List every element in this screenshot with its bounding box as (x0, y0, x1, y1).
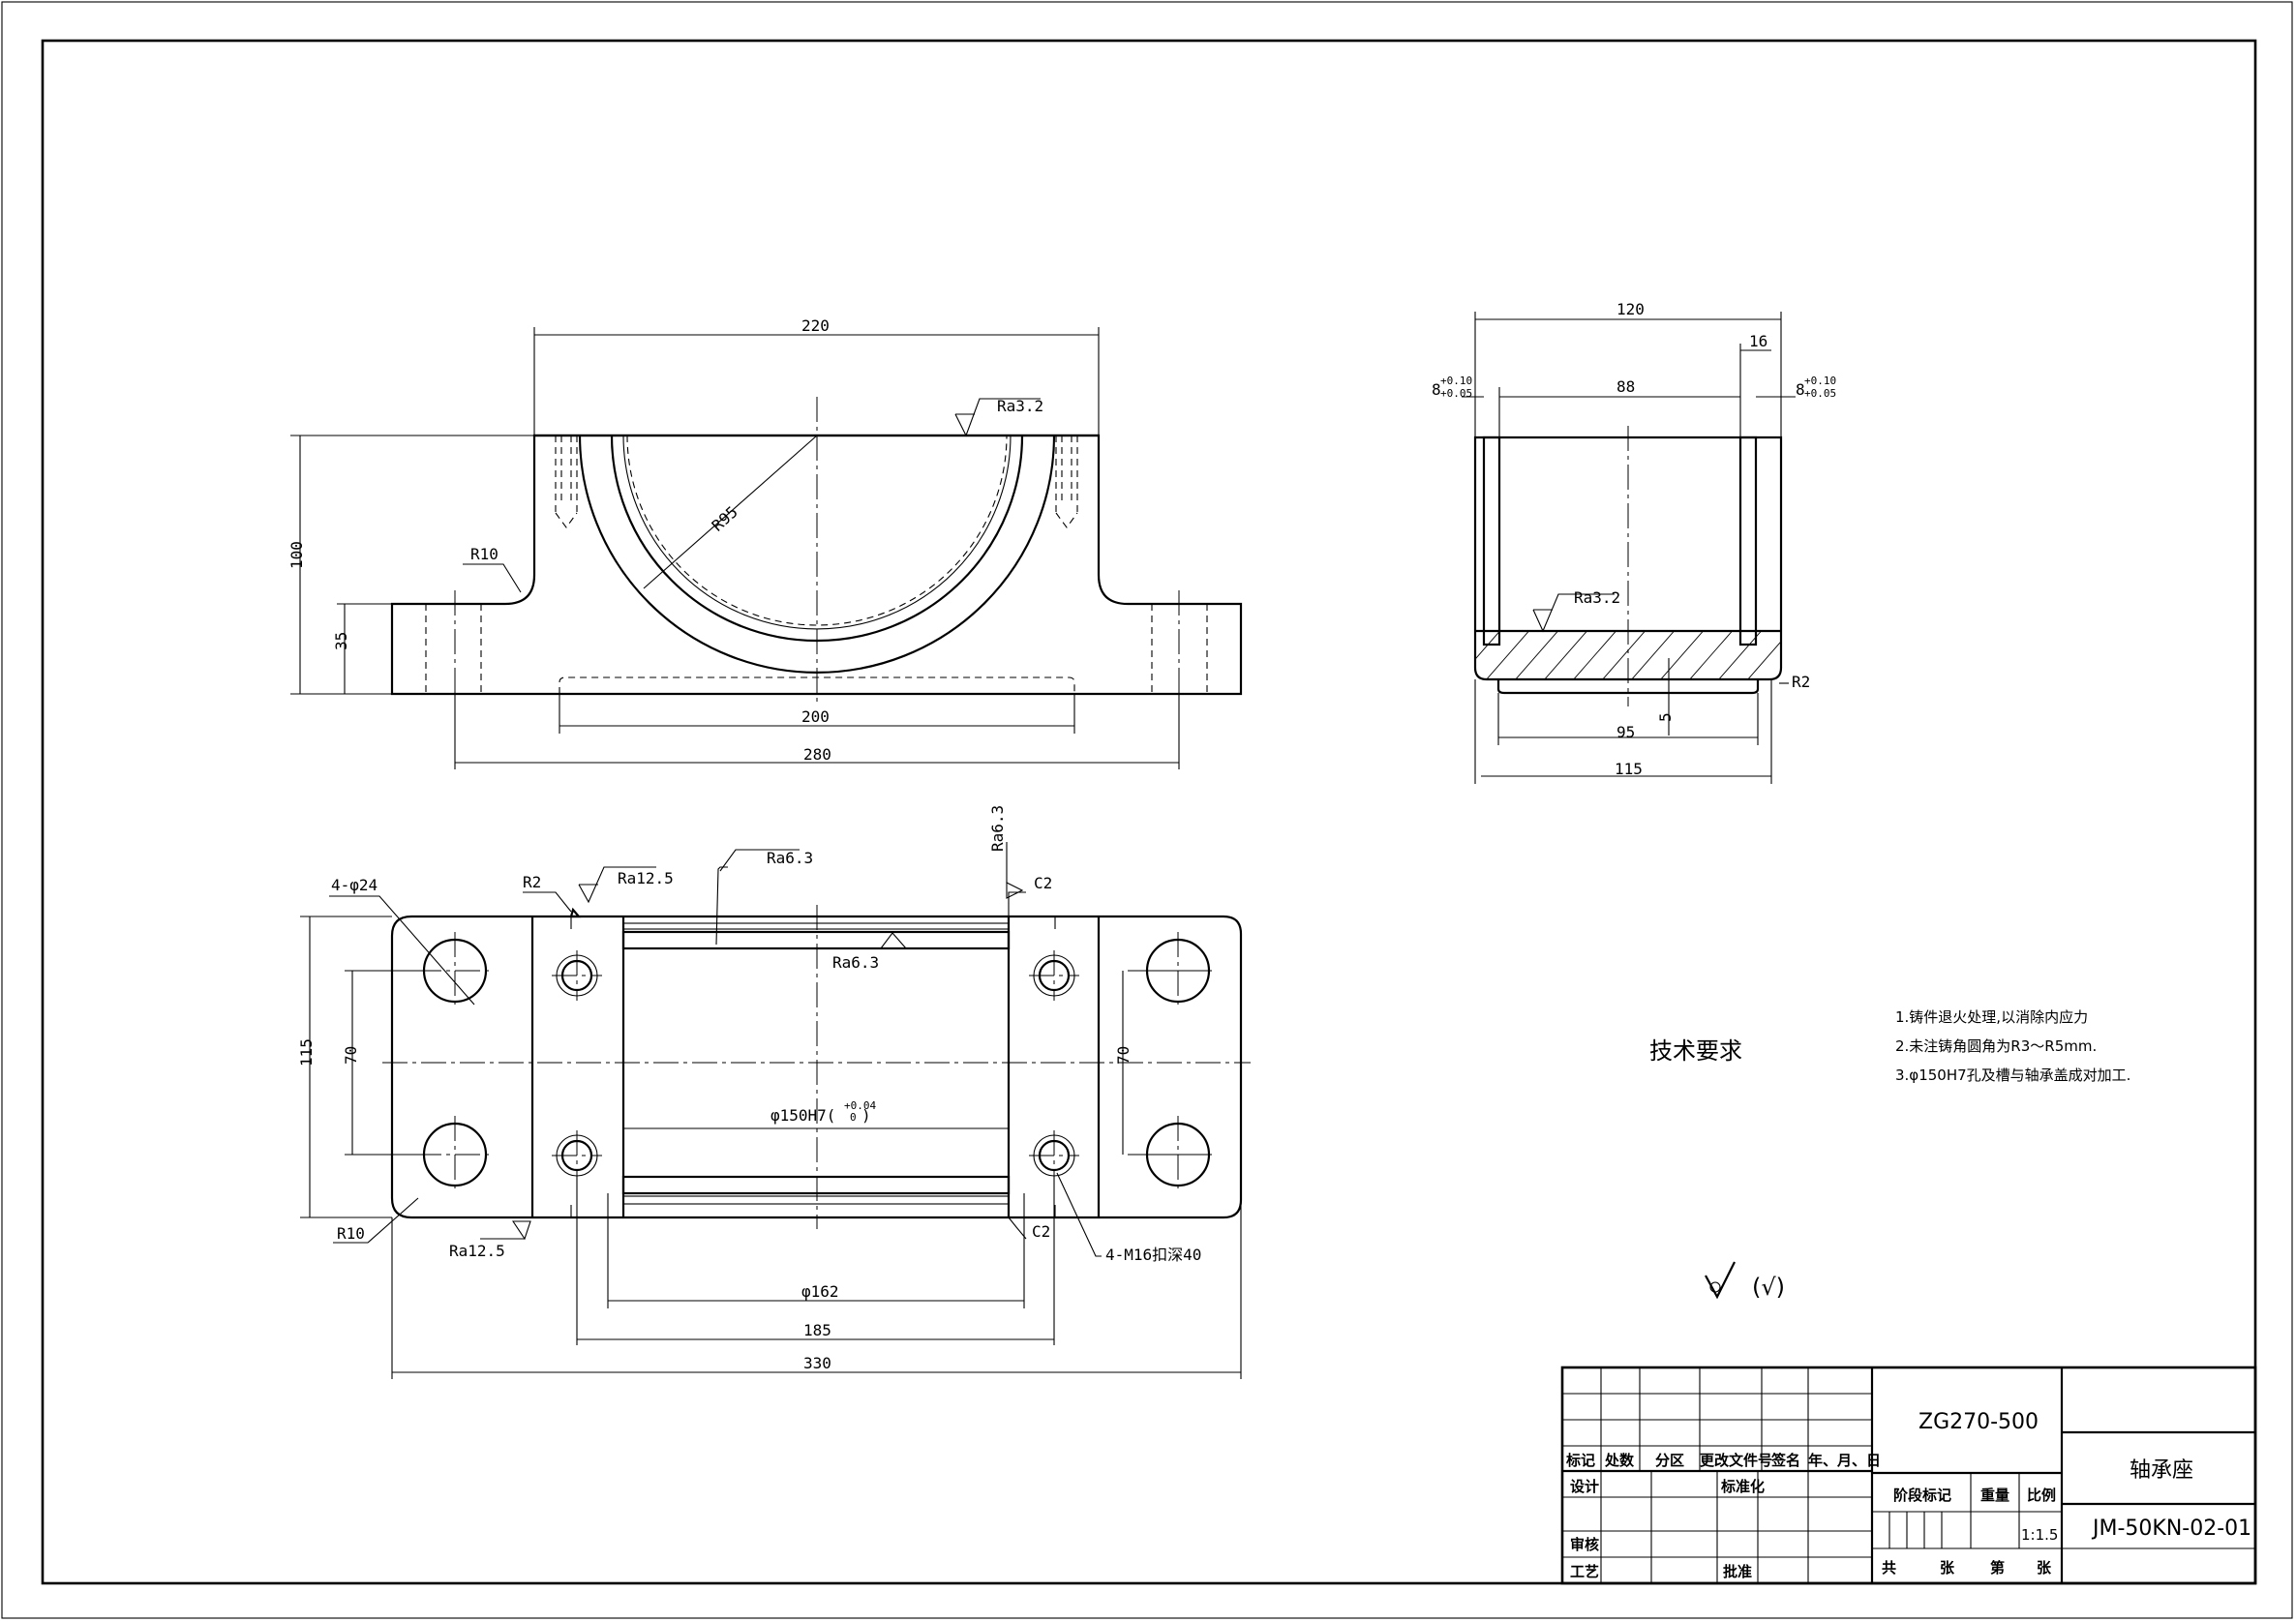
radius-r2-side: R2 (1792, 673, 1810, 691)
process-label: 工艺 (1570, 1563, 1599, 1580)
dim-16: 16 (1749, 332, 1767, 350)
tol-bore-lower: 0 (850, 1111, 857, 1124)
general-roughness-symbol: (√) (1705, 1261, 1785, 1301)
dim-70-left: 70 (342, 1046, 360, 1065)
tech-item-3: 3.φ150H7孔及槽与轴承盖成对加工. (1895, 1066, 2130, 1084)
dim-185: 185 (803, 1321, 831, 1339)
dim-4-phi24: 4-φ24 (331, 876, 378, 894)
dim-200: 200 (801, 707, 830, 726)
tol-bore-upper: +0.04 (844, 1099, 876, 1112)
header-signature: 签名 (1770, 1452, 1800, 1469)
sheet-total: 共 (1882, 1559, 1896, 1577)
weight-label: 重量 (1980, 1487, 2009, 1504)
sheet-unit: 张 (1940, 1559, 1955, 1577)
tol-upper-left: +0.10 (1440, 375, 1472, 387)
approve-label: 批准 (1723, 1563, 1752, 1580)
dim-88: 88 (1616, 377, 1635, 396)
tol-lower-right: +0.05 (1804, 387, 1836, 400)
top-outline (390, 915, 1243, 1219)
front-view (290, 327, 1243, 769)
tol-lower-left: +0.05 (1440, 387, 1472, 400)
dim-220: 220 (801, 316, 830, 335)
chamfer-c2-top: C2 (1034, 874, 1052, 892)
roughness-ra125-bottom: Ra12.5 (449, 1242, 505, 1260)
top-view (300, 842, 1251, 1379)
material-label: ZG270-500 (1918, 1410, 2039, 1434)
review-label: 审核 (1570, 1536, 1599, 1553)
title-block (1560, 1366, 2257, 1585)
dim-280: 280 (803, 745, 831, 764)
tech-item-2: 2.未注铸角圆角为R3～R5mm. (1895, 1037, 2097, 1055)
header-date: 年、月、日 (1808, 1452, 1881, 1469)
dim-8-left: 8 (1432, 380, 1441, 399)
side-view-labels: 120 16 88 8 +0.10 +0.05 8 +0.10 +0.05 Ra… (1432, 300, 1836, 778)
dim-330: 330 (803, 1354, 831, 1372)
roughness-ra32-side: Ra3.2 (1574, 588, 1620, 607)
sheet-num: 第 (1990, 1559, 2005, 1577)
tol-upper-right: +0.10 (1804, 375, 1836, 387)
dim-115-top: 115 (297, 1038, 316, 1066)
roughness-ra125-top: Ra12.5 (618, 869, 674, 887)
roughness-ra63-top: Ra6.3 (767, 849, 813, 867)
standardization-label: 标准化 (1720, 1478, 1765, 1495)
sheet-unit-2: 张 (2037, 1559, 2052, 1577)
front-groove-hidden-arc (626, 435, 1008, 626)
design-label: 设计 (1570, 1478, 1599, 1495)
dim-100: 100 (287, 541, 306, 569)
top-view-labels: 4-φ24 R2 Ra12.5 Ra6.3 Ra6.3 Ra6.3 C2 115… (297, 805, 1201, 1372)
radius-r10-front: R10 (470, 545, 498, 563)
tech-requirements-title: 技术要求 (1649, 1037, 1742, 1065)
drawing-frame (41, 39, 2257, 1585)
front-outline (390, 434, 1243, 696)
header-mark: 标记 (1565, 1452, 1595, 1469)
header-zone: 分区 (1655, 1452, 1684, 1469)
dim-95: 95 (1616, 723, 1635, 741)
dim-120: 120 (1616, 300, 1645, 318)
thread-4-m16: 4-M16扣深40 (1105, 1246, 1201, 1264)
dim-phi162: φ162 (801, 1282, 839, 1301)
dim-70-right: 70 (1114, 1046, 1133, 1065)
scale-label: 比例 (2027, 1487, 2056, 1504)
side-view (1462, 312, 1796, 784)
dim-35: 35 (332, 632, 350, 650)
header-change-doc: 更改文件号 (1700, 1452, 1772, 1469)
stage-mark-label: 阶段标记 (1893, 1487, 1951, 1504)
chamfer-c2-bottom: C2 (1032, 1222, 1050, 1241)
general-roughness-paren: (√) (1752, 1274, 1785, 1301)
tech-requirements: 技术要求 1.铸件退火处理,以消除内应力 2.未注铸角圆角为R3～R5mm. 3… (1649, 1008, 2130, 1084)
side-outline (1473, 436, 1783, 681)
roughness-ra63-side: Ra6.3 (988, 805, 1007, 852)
part-name-label: 轴承座 (2130, 1458, 2193, 1483)
dim-5: 5 (1656, 712, 1675, 722)
dim-8-right: 8 (1796, 380, 1805, 399)
radius-r2-top: R2 (523, 873, 541, 891)
roughness-ra63-groove: Ra6.3 (832, 953, 879, 972)
dim-phi150h7: φ150H7( (770, 1106, 835, 1125)
title-block-labels: ZG270-500 轴承座 JM-50KN-02-01 1:1.5 标记 处数 … (1565, 1410, 2251, 1580)
scale-value: 1:1.5 (2021, 1526, 2058, 1544)
tech-item-1: 1.铸件退火处理,以消除内应力 (1895, 1008, 2088, 1026)
dim-115-side: 115 (1615, 760, 1643, 778)
drawing-number-label: JM-50KN-02-01 (2091, 1517, 2251, 1541)
front-view-labels: 220 Ra3.2 R10 R95 100 35 200 280 (287, 316, 1043, 764)
radius-r10-top: R10 (337, 1224, 365, 1243)
roughness-ra32-front: Ra3.2 (997, 397, 1043, 415)
dim-bore-close: ) (861, 1106, 871, 1125)
header-count: 处数 (1604, 1452, 1635, 1469)
